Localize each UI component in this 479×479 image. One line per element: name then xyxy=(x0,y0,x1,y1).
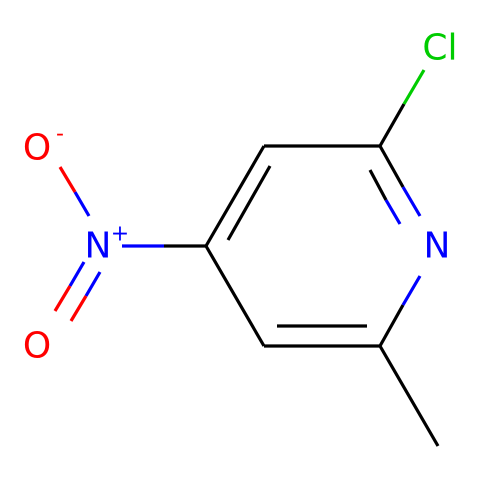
atom-o-double: O xyxy=(23,326,51,367)
bond-c2-cl-c xyxy=(378,103,406,147)
bond-nnitro-ominus-o xyxy=(58,166,77,193)
bond-c6-n1-c xyxy=(378,304,405,347)
atom-o-minus: O xyxy=(23,128,51,169)
charge-minus: - xyxy=(56,122,64,147)
bond-n1-c2-c xyxy=(378,145,405,188)
bond-nnitro-odouble-1o xyxy=(53,285,72,312)
bond-n1-c2-inner-c xyxy=(368,169,388,201)
bond-c2-cl-cl xyxy=(402,69,426,105)
bond-n1-c2-n xyxy=(401,186,422,217)
atom-n-ring: N xyxy=(424,226,451,267)
bond-c3-c4 xyxy=(204,145,266,247)
bond-n1-c2-inner-n xyxy=(384,199,402,225)
bond-nnitro-odouble-2n xyxy=(84,271,102,297)
bond-c4-c5 xyxy=(204,245,266,347)
bond-nnitro-ominus-n xyxy=(73,191,91,217)
bond-c6-n1-n xyxy=(401,275,422,306)
charge-plus: + xyxy=(111,222,129,247)
bond-nnitro-odouble-1n xyxy=(68,261,86,287)
atom-cl: Cl xyxy=(422,28,457,69)
bond-nnitro-odouble-2o xyxy=(69,295,88,322)
bond-c6-methyl xyxy=(378,345,440,447)
bond-c3-c4-inner xyxy=(226,165,272,241)
atom-n-nitro: N xyxy=(85,226,112,267)
